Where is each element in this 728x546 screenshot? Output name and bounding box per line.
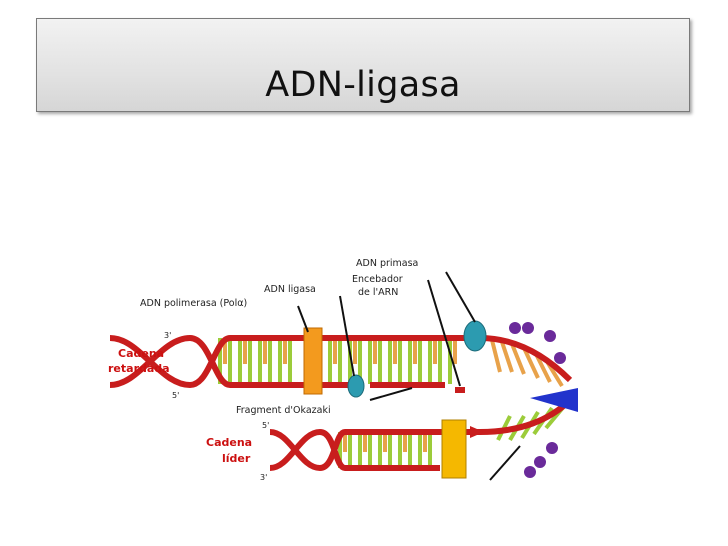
lagging-strand-helix (109, 334, 573, 389)
label-cadena-lider-2: líder (222, 452, 251, 465)
label-adn-primasa: ADN primasa (356, 258, 418, 269)
label-bottom-3prime: 3' (260, 473, 267, 482)
dna-ligase (347, 374, 365, 398)
slide-title: ADN-ligasa (265, 65, 461, 105)
label-encebador-1: Encebador (352, 274, 403, 285)
label-fragment-okazaki: Fragment d'Okazaki (236, 405, 331, 416)
label-mid-5prime: 5' (262, 421, 269, 430)
label-adn-ligasa: ADN ligasa (264, 284, 316, 295)
pointer-lines (297, 271, 521, 481)
label-cadena-retardada-1: Cadena (118, 347, 164, 360)
diagram-svg: ADN primasa Encebador de l'ARN ADN ligas… (108, 258, 578, 482)
dna-replication-diagram: ADN primasa Encebador de l'ARN ADN ligas… (100, 240, 590, 490)
lagging-strand-rungs (218, 338, 564, 388)
dna-primase (463, 320, 487, 352)
label-cadena-retardada-2: retardada (108, 362, 170, 375)
leading-strand-arrow (470, 426, 484, 438)
title-box: ADN-ligasa (36, 18, 690, 112)
label-encebador-2: de l'ARN (358, 287, 398, 298)
dna-polymerase-top (303, 327, 323, 395)
purple-proteins (509, 322, 566, 478)
helicase (530, 388, 578, 412)
label-adn-polimerasa: ADN polimerasa (Polα) (140, 298, 247, 309)
label-top-5prime: 5' (172, 391, 179, 400)
dna-polymerase-bottom (441, 419, 467, 479)
okazaki-fragments (230, 382, 465, 393)
label-cadena-lider-1: Cadena (206, 436, 252, 449)
label-top-3prime: 3' (164, 331, 171, 340)
